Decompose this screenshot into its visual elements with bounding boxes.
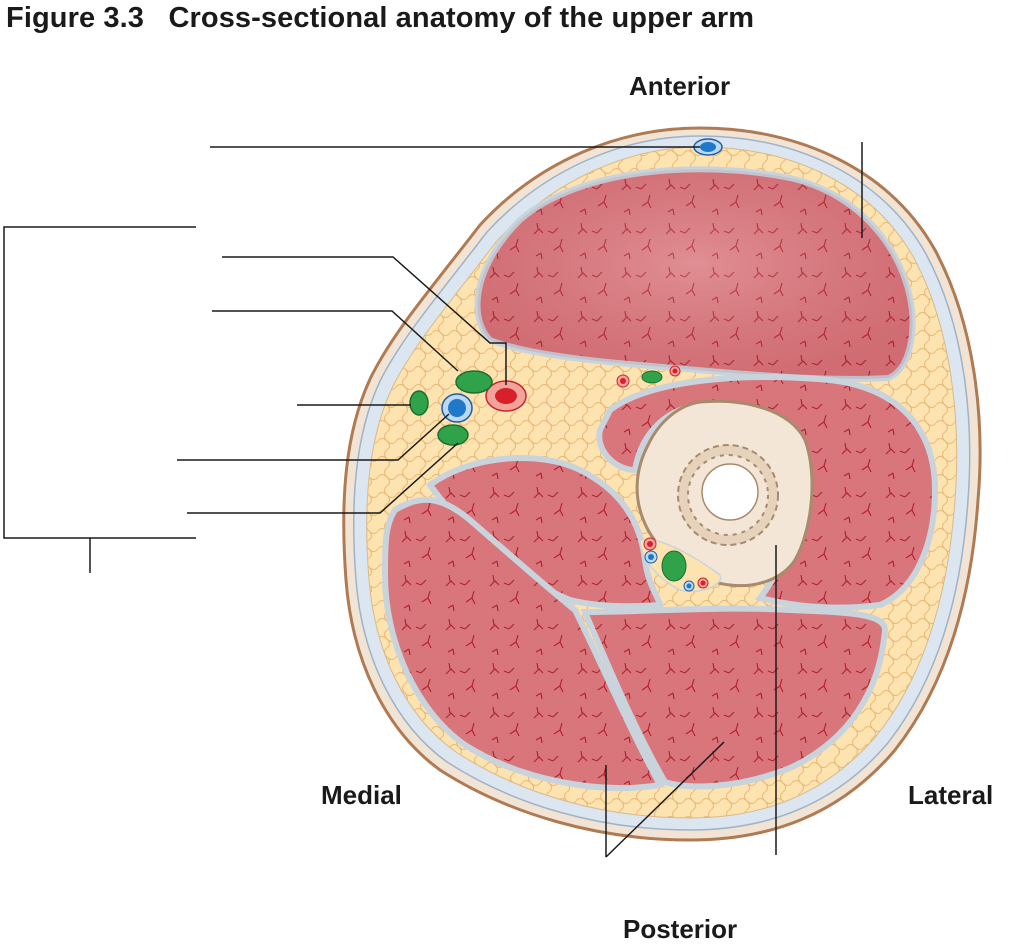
leader-triceps-posterior	[605, 741, 725, 858]
lateral-label: Lateral	[908, 780, 994, 810]
leader-brachial-artery	[222, 256, 507, 385]
radial-nerve-bundle	[639, 537, 722, 592]
leader-median-nerve	[212, 310, 459, 372]
medial-posterior-muscle-lower	[381, 496, 665, 792]
ulnar-nerve-upper	[409, 390, 429, 416]
bone-marrow-cavity	[677, 444, 779, 546]
leader-basilic-vein	[177, 413, 450, 461]
posterior-compartment-muscle	[580, 605, 889, 790]
median-nerve	[455, 370, 493, 394]
anterior-muscle-shading	[477, 169, 913, 379]
ulnar-nerve	[437, 424, 469, 446]
leader-lines	[3, 142, 863, 858]
lateral-muscle	[596, 374, 939, 611]
posterior-label: Posterior	[623, 914, 738, 944]
septum-small-vessels	[616, 365, 681, 388]
anterior-label: Anterior	[629, 71, 731, 101]
figure-title: Figure 3.3 Cross-sectional anatomy of th…	[6, 2, 755, 34]
leader-ulnar-nerve	[187, 442, 459, 514]
cephalic-vein	[693, 138, 723, 156]
radial-nerve	[661, 550, 687, 582]
leader-neurovascular-bracket	[3, 226, 196, 539]
neurovascular-bundle	[409, 370, 527, 446]
medial-label: Medial	[321, 780, 402, 810]
